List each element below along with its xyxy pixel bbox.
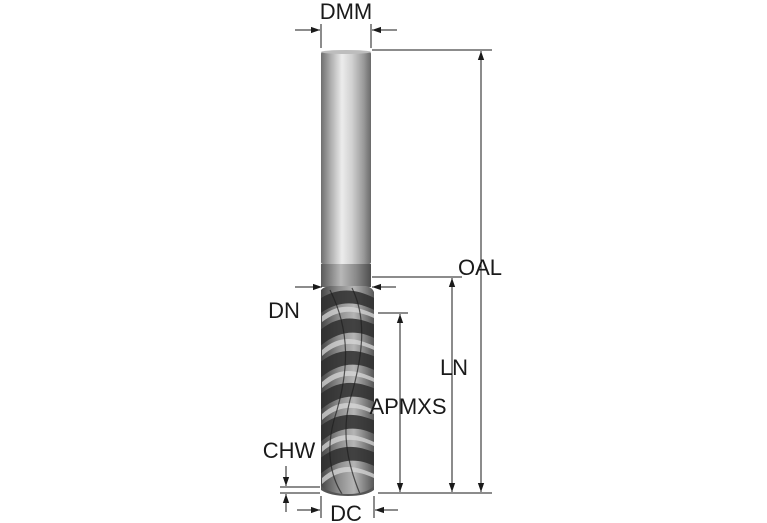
apmxs-label: APMXS <box>369 394 446 419</box>
oal-dimension <box>372 49 492 494</box>
shank-end-face <box>321 50 371 54</box>
dc-label: DC <box>330 501 362 523</box>
apmxs-dimension <box>378 312 408 492</box>
dc-dimension <box>297 496 398 518</box>
dmm-label: DMM <box>320 0 373 24</box>
neck <box>321 272 371 287</box>
shank-transition <box>321 264 371 272</box>
dmm-dimension <box>295 24 397 48</box>
chw-dimension <box>280 466 320 512</box>
oal-label: OAL <box>458 255 502 280</box>
shank <box>321 52 371 264</box>
chw-label: CHW <box>263 438 316 463</box>
end-mill-tool <box>321 50 374 496</box>
cutting-end <box>321 486 374 496</box>
ln-dimension <box>372 276 462 492</box>
dn-label: DN <box>268 298 300 323</box>
ln-label: LN <box>440 355 468 380</box>
flutes <box>321 286 374 494</box>
